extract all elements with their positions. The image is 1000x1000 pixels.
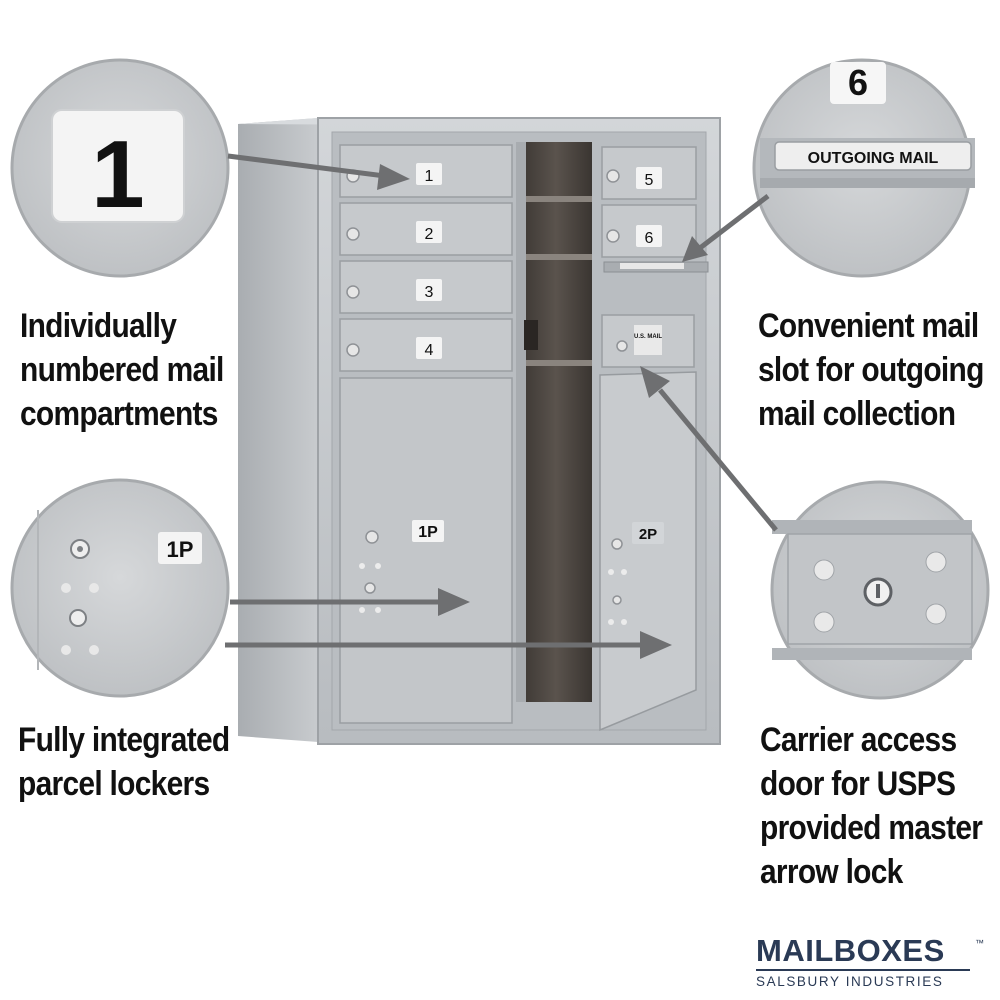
zoom-number-tag-text: 1 [91, 121, 144, 228]
door-label-4: 4 [425, 342, 434, 359]
mailbox-unit [238, 117, 721, 745]
caption-line: Individually [20, 307, 177, 345]
brand-subtitle: SALSBURY INDUSTRIES [756, 974, 944, 989]
brand-name: MAILBOXES [756, 933, 945, 968]
unit-side-panel [238, 118, 318, 742]
right-door-column [599, 146, 709, 732]
parcel-label-1p: 1P [418, 524, 438, 541]
door-label-3: 3 [425, 284, 434, 301]
trademark-symbol: ™ [975, 938, 984, 948]
door-label-2: 2 [425, 226, 434, 243]
caption-line: parcel lockers [18, 765, 210, 803]
parcel-locker-1p [339, 377, 513, 724]
usmail-plate-text: U.S. MAIL [634, 334, 662, 340]
zoom-parcel-tag-text: 1P [167, 537, 194, 562]
zoom-circle-number [10, 58, 230, 278]
zoom-outgoing-number-text: 6 [848, 62, 868, 103]
door-label-5: 5 [645, 172, 654, 189]
caption-parcel-lockers: Fully integrated parcel lockers [18, 718, 230, 806]
parcel-label-2p: 2P [639, 526, 657, 543]
zoom-circle-outgoing [752, 58, 975, 278]
caption-line: Convenient mail [758, 307, 979, 345]
brand-logo: MAILBOXES SALSBURY INDUSTRIES [756, 935, 976, 989]
left-door-column [339, 144, 513, 724]
door-label-6: 6 [645, 230, 654, 247]
caption-line: Carrier access [760, 721, 957, 759]
caption-line: mail collection [758, 395, 956, 433]
zoom-circle-parcel [10, 478, 230, 698]
callout-arrows [225, 153, 778, 659]
caption-line: compartments [20, 395, 218, 433]
caption-line: provided master [760, 809, 983, 847]
parcel-locker-2p-open-door [599, 371, 697, 732]
open-compartment-interior [520, 142, 592, 702]
caption-line: Fully integrated [18, 721, 230, 759]
caption-outgoing-slot: Convenient mail slot for outgoing mail c… [758, 304, 984, 436]
brand-divider [756, 969, 970, 971]
caption-line: door for USPS [760, 765, 956, 803]
caption-line: slot for outgoing [758, 351, 984, 389]
door-label-1: 1 [425, 168, 434, 185]
caption-numbered-compartments: Individually numbered mail compartments [20, 304, 224, 436]
caption-carrier-access: Carrier access door for USPS provided ma… [760, 718, 983, 894]
zoom-outgoing-plate-text: OUTGOING MAIL [808, 150, 939, 167]
zoom-circle-carrier-lock [770, 480, 990, 700]
caption-line: arrow lock [760, 853, 903, 891]
caption-line: numbered mail [20, 351, 224, 389]
